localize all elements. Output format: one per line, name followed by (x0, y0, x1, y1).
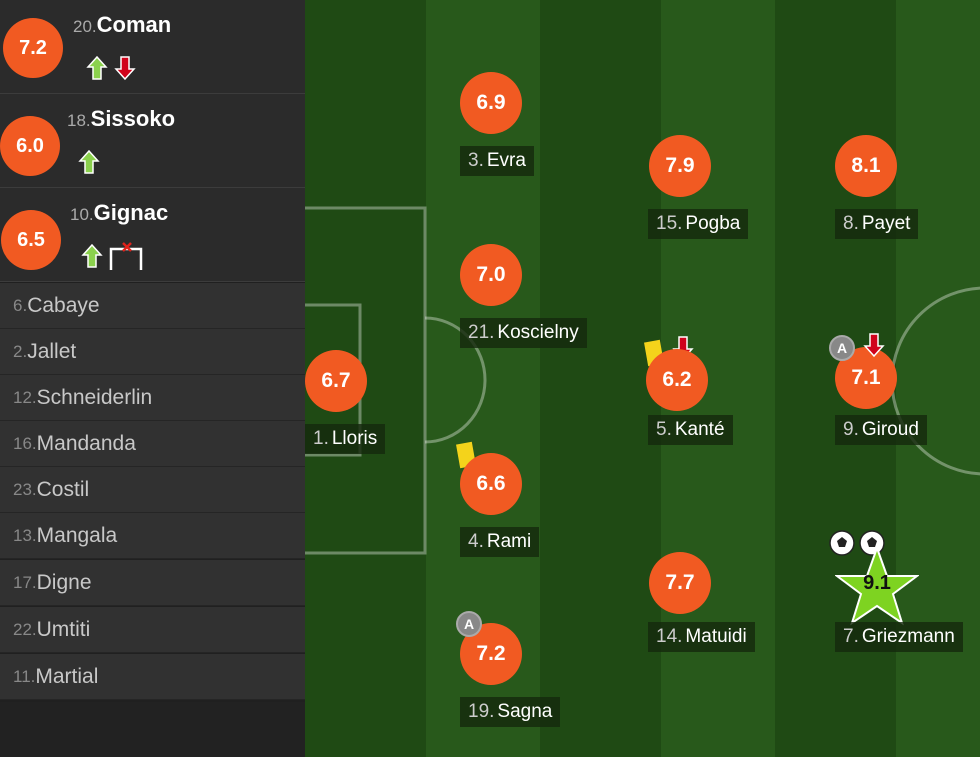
bench-player[interactable]: 13.Mangala (0, 513, 305, 559)
arrow-up-icon (81, 243, 103, 268)
substitute-row[interactable]: 6.5 10.Gignac (0, 188, 305, 282)
rating-badge: 6.2 (646, 349, 708, 411)
player-label: 15.Pogba (648, 209, 749, 239)
bench-player[interactable]: 23.Costil (0, 467, 305, 513)
player-name: 18.Sissoko (67, 106, 176, 131)
bench-player[interactable]: 2.Jallet (0, 329, 305, 375)
substitute-row[interactable]: 7.2 20.Coman (0, 0, 305, 94)
rating-badge: 6.7 (305, 350, 367, 412)
goal-icon (829, 530, 855, 556)
bench-player[interactable]: 17.Digne (0, 560, 305, 606)
player-label: 21.Koscielny (460, 318, 587, 348)
player-label: 8.Payet (835, 209, 919, 239)
star-icon (834, 545, 920, 626)
player-name: 20.Coman (73, 12, 172, 37)
player-label: 1.Lloris (305, 424, 386, 454)
arrow-up-icon (78, 149, 100, 174)
rating-badge: 7.9 (649, 135, 711, 197)
arrow-down-icon (114, 56, 136, 81)
goal-post-miss-icon (109, 242, 143, 270)
player-label: 3.Evra (460, 146, 534, 176)
rating-badge: 7.7 (649, 552, 711, 614)
player-label: 7.Griezmann (835, 622, 963, 652)
man-of-match-star: 9.1 (834, 544, 920, 628)
rating-badge: 6.9 (460, 72, 522, 134)
rating-badge: 6.5 (1, 210, 61, 270)
player-label: 14.Matuidi (648, 622, 755, 652)
assist-badge-icon: A (829, 335, 855, 361)
arrow-up-icon (86, 55, 108, 80)
pitch: 6.7 1.Lloris 6.9 3.Evra 7.0 21.Koscielny… (305, 0, 980, 757)
rating-badge: 7.0 (460, 244, 522, 306)
player-label: 9.Giroud (835, 415, 927, 445)
bench-player[interactable]: 16.Mandanda (0, 421, 305, 467)
player-label: 19.Sagna (460, 697, 561, 727)
rating-badge: 7.2 (3, 18, 63, 78)
bench-player[interactable]: 6.Cabaye (0, 283, 305, 329)
substitute-row[interactable]: 6.0 18.Sissoko (0, 94, 305, 188)
rating-badge: 8.1 (835, 135, 897, 197)
assist-badge-icon: A (456, 611, 482, 637)
bench-player[interactable]: 12.Schneiderlin (0, 375, 305, 421)
player-label: 5.Kanté (648, 415, 733, 445)
sidebar-footer (0, 702, 305, 757)
bench-player[interactable]: 22.Umtiti (0, 607, 305, 653)
arrow-down-icon (863, 333, 885, 358)
rating-badge: 9.1 (863, 572, 891, 594)
rating-badge: 6.6 (460, 453, 522, 515)
player-name: 10.Gignac (70, 200, 169, 225)
player-label: 4.Rami (460, 527, 540, 557)
bench-player[interactable]: 11.Martial (0, 654, 305, 700)
substitutes-panel: 7.2 20.Coman 6.0 18.Sissoko 6.5 10.Gigna… (0, 0, 305, 757)
rating-badge: 6.0 (0, 116, 60, 176)
